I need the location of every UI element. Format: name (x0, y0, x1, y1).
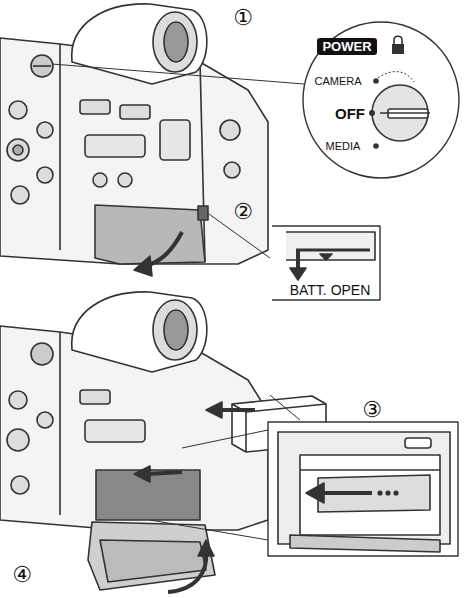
switch-position: OFF (335, 106, 365, 121)
switch-position: CAMERA (314, 76, 361, 87)
callout-number: ② (233, 201, 253, 223)
callout-number: ④ (12, 564, 32, 586)
switch-position: MEDIA (326, 141, 361, 152)
callout-number: ① (233, 7, 253, 29)
latch-label: BATT. OPEN (290, 283, 371, 297)
callout-number: ③ (362, 399, 382, 421)
switch-title: POWER (317, 38, 376, 55)
